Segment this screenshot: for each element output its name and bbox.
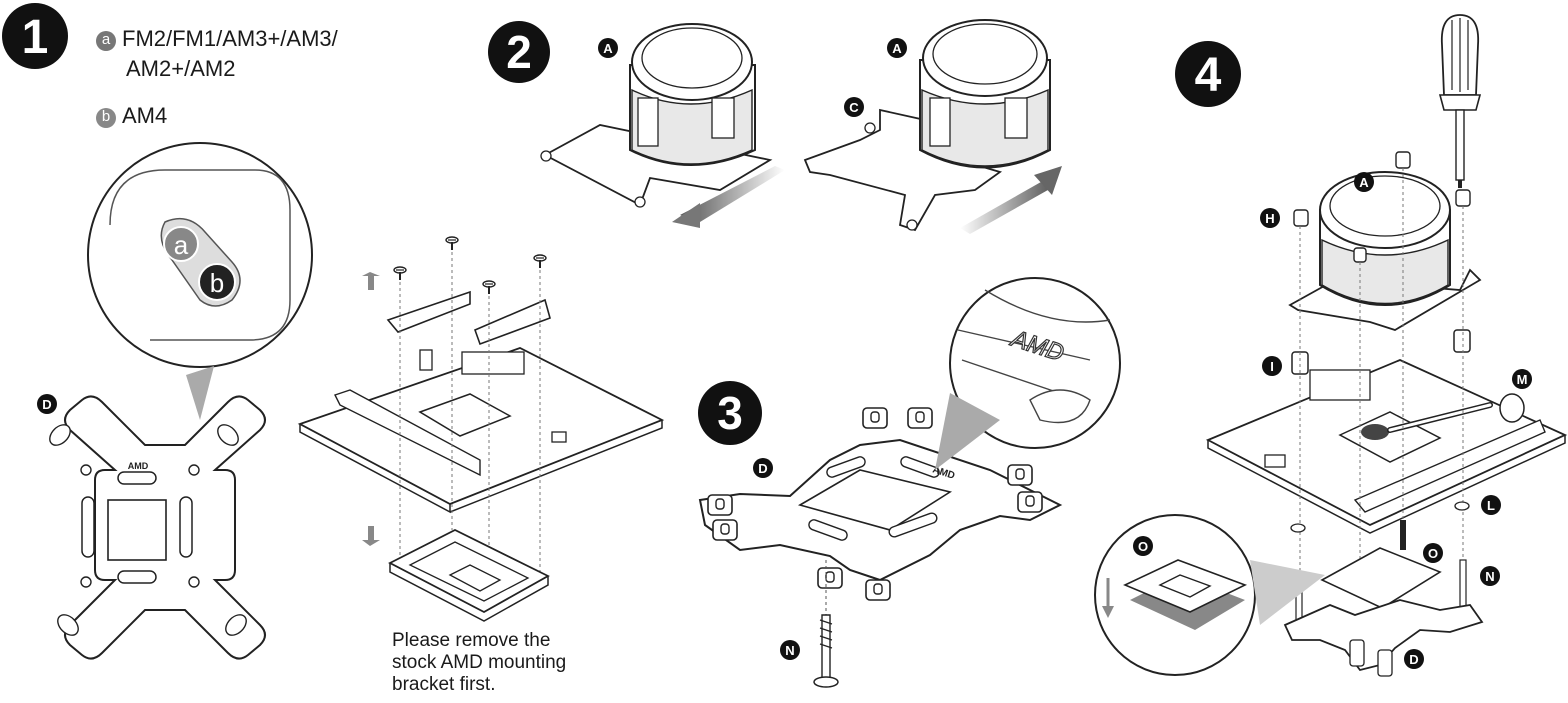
note-line: bracket first. [392,674,496,695]
step-2-badge: 2 [488,21,550,83]
part-label-i-step4: I [1262,356,1282,376]
step-3-badge: 3 [698,381,762,445]
removal-note: Please remove the stock AMD mounting bra… [392,630,592,696]
svg-text:D: D [758,461,767,476]
step-1-badge: 1 [2,3,68,69]
part-label-n-step3: N [780,640,800,660]
socket-selector-zoom: a b [87,142,313,420]
motherboard-removal-diagram [297,236,665,622]
part-label-a-step2-right: A [887,38,907,58]
legend-a-line1: FM2/FM1/AM3+/AM3/ [122,26,338,51]
socket-legend-a: a FM2/FM1/AM3+/AM3/ AM2+/AM2 [96,24,396,84]
part-label-d-step1: D [37,394,57,414]
zoom-label-a: a [174,230,189,260]
backplate-d-iso-view: AMD [698,407,1063,688]
pump-head-with-amd-bracket [803,19,1062,234]
legend-b-text: AM4 [122,103,168,128]
legend-a-marker: a [96,31,116,51]
svg-text:M: M [1517,372,1528,387]
pump-head-with-intel-bracket [540,23,785,228]
zoom-label-b: b [210,268,224,298]
part-label-m-step4: M [1512,369,1532,389]
note-line: Please remove the [392,630,551,651]
part-label-c-step2: C [844,97,864,117]
part-label-o-step4: O [1423,543,1443,563]
part-label-d-step3: D [753,458,773,478]
bracket-amd-logo: AMD [128,461,149,471]
svg-text:N: N [1485,569,1494,584]
final-assembly-diagram [1094,14,1568,677]
svg-text:I: I [1270,359,1274,374]
svg-text:A: A [603,41,613,56]
svg-text:O: O [1138,539,1148,554]
amd-logo-zoom: AMD [935,277,1121,470]
step-4-badge: 4 [1175,41,1241,107]
step-2-number: 2 [506,26,532,78]
svg-text:N: N [785,643,794,658]
svg-text:A: A [892,41,902,56]
socket-legend-b: b AM4 [96,101,167,131]
svg-text:A: A [1359,175,1369,190]
part-label-d-step4: D [1404,649,1424,669]
legend-b-marker: b [96,108,116,128]
part-label-l-step4: L [1481,495,1501,515]
svg-text:C: C [849,100,859,115]
svg-text:O: O [1428,546,1438,561]
part-label-a-step2-left: A [598,38,618,58]
svg-text:D: D [42,397,51,412]
step-3-number: 3 [717,387,743,439]
part-label-o-zoom: O [1133,536,1153,556]
svg-text:L: L [1487,498,1495,513]
step-1-number: 1 [22,11,49,64]
part-label-h-step4: H [1260,208,1280,228]
backplate-d-front-view: AMD [49,395,266,660]
part-label-a-step4: A [1354,172,1374,192]
step-4-number: 4 [1195,49,1222,102]
part-label-n-step4: N [1480,566,1500,586]
note-line: stock AMD mounting [392,652,567,673]
svg-text:D: D [1409,652,1418,667]
legend-a-line2: AM2+/AM2 [126,56,236,81]
svg-text:H: H [1265,211,1274,226]
